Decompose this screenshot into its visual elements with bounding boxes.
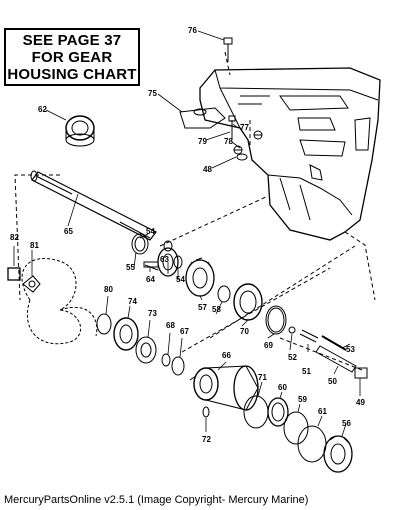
callout-label: 48 (203, 165, 212, 174)
gear-housing-drawing (199, 67, 381, 241)
small-fasteners (228, 115, 263, 161)
note-line-2: FOR GEAR (31, 48, 113, 66)
part-66-bearing-carrier (189, 365, 259, 411)
callout-label: 67 (180, 327, 189, 336)
clutch-and-forward-gear (157, 247, 215, 297)
part-75-trim-tab (179, 107, 226, 129)
callout-label: 52 (288, 353, 297, 362)
shaft-bearing-set (131, 233, 173, 271)
forward-bearing-set (217, 283, 287, 335)
callout-label: 78 (224, 137, 233, 146)
leader-lines (13, 30, 361, 437)
propeller-drawing (21, 257, 98, 345)
part-56-thrust-hub (323, 435, 353, 473)
copyright-footer: MercuryPartsOnline v2.5.1 (Image Copyrig… (4, 494, 309, 506)
callout-label: 62 (38, 105, 47, 114)
callout-label: 75 (148, 89, 157, 98)
note-line-1: SEE PAGE 37 (22, 31, 122, 49)
callout-label: 60 (278, 383, 287, 392)
callout-label: 80 (104, 285, 113, 294)
part-62-bushing (65, 115, 95, 147)
part-65-drive-shaft (30, 170, 157, 241)
reverse-gear-set (96, 313, 185, 376)
callout-label: 54 (176, 275, 185, 284)
callout-label: 55 (126, 263, 135, 272)
callout-label: 77 (240, 123, 249, 132)
note-line-3: HOUSING CHART (7, 65, 137, 83)
part-72-pin (202, 406, 210, 418)
callout-label: 57 (198, 303, 207, 312)
callout-label: 50 (328, 377, 337, 386)
callout-label: 56 (342, 419, 351, 428)
callout-label: 68 (166, 321, 175, 330)
callout-label: 74 (128, 297, 137, 306)
carrier-seals (243, 395, 327, 463)
callout-label: 53 (346, 345, 355, 354)
callout-label: 59 (298, 395, 307, 404)
callout-label: 58 (212, 305, 221, 314)
callout-label: 73 (148, 309, 157, 318)
shift-linkage (288, 326, 368, 379)
prop-nut-and-washer (7, 267, 41, 293)
part-76-bolt (223, 37, 233, 62)
callout-label: 49 (356, 398, 365, 407)
callout-label: 81 (30, 241, 39, 250)
callout-label: 54 (146, 227, 155, 236)
gear-housing-note-box: SEE PAGE 37 FOR GEAR HOUSING CHART (4, 28, 140, 86)
callout-label: 82 (10, 233, 19, 242)
callout-label: 72 (202, 435, 211, 444)
callout-label: 70 (240, 327, 249, 336)
callout-label: 69 (264, 341, 273, 350)
callout-label: 64 (146, 275, 155, 284)
callout-label: 51 (302, 367, 311, 376)
callout-label: 61 (318, 407, 327, 416)
dashed-guide-lines (14, 51, 376, 371)
callout-label: 79 (198, 137, 207, 146)
callout-label: 71 (258, 373, 267, 382)
callout-layer: 76 75 62 77 79 78 48 65 54 55 64 63 54 82 81 80 74 73 68 67… (10, 26, 365, 444)
callout-label: 65 (64, 227, 73, 236)
callout-label: 76 (188, 26, 197, 35)
callout-label: 66 (222, 351, 231, 360)
callout-label: 63 (160, 255, 169, 264)
